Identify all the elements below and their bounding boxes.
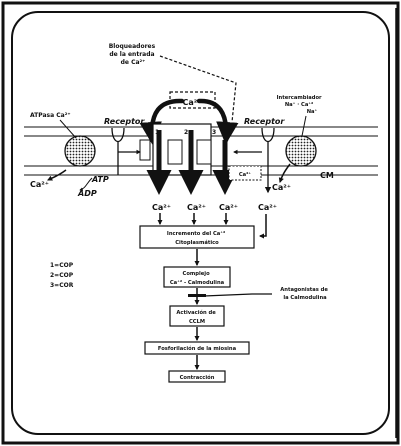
exchanger-pump [286, 136, 316, 166]
channel-number-2: 2 [184, 129, 188, 136]
cm-label: CM [320, 171, 334, 180]
ca-below-1: Ca²⁺ [152, 203, 171, 212]
receptor-left-label: Receptor [104, 117, 145, 126]
box-phosphorylation-text: Fosforilación de la miosina [158, 345, 237, 352]
ca-below-2: Ca²⁺ [187, 203, 206, 212]
atpase-label: ATPasa Ca²⁺ [30, 112, 71, 119]
receptor-right-label: Receptor [244, 117, 285, 126]
ca-below-3: Ca²⁺ [219, 203, 238, 212]
adp-label: ADP [77, 189, 97, 198]
atpase-pump [65, 136, 95, 166]
channel-legend: 1=COP 2=COP 3=COR [50, 262, 74, 289]
inhibit-bar [188, 294, 206, 297]
ca-below-4: Ca²⁺ [258, 203, 277, 212]
ca-channel-right-label: Ca²⁺ [239, 172, 252, 178]
svg-text:3=COR: 3=COR [50, 282, 74, 289]
ca-atpase-label: Ca²⁺ [30, 180, 49, 189]
box-contraction-text: Contracción [180, 374, 215, 381]
channel-number-3: 3 [212, 129, 216, 136]
svg-text:1=COP: 1=COP [50, 262, 74, 269]
ca-exchanger-label: Ca²⁺ [272, 183, 291, 192]
atp-label: ATP [91, 175, 109, 184]
svg-text:2=COP: 2=COP [50, 272, 74, 279]
